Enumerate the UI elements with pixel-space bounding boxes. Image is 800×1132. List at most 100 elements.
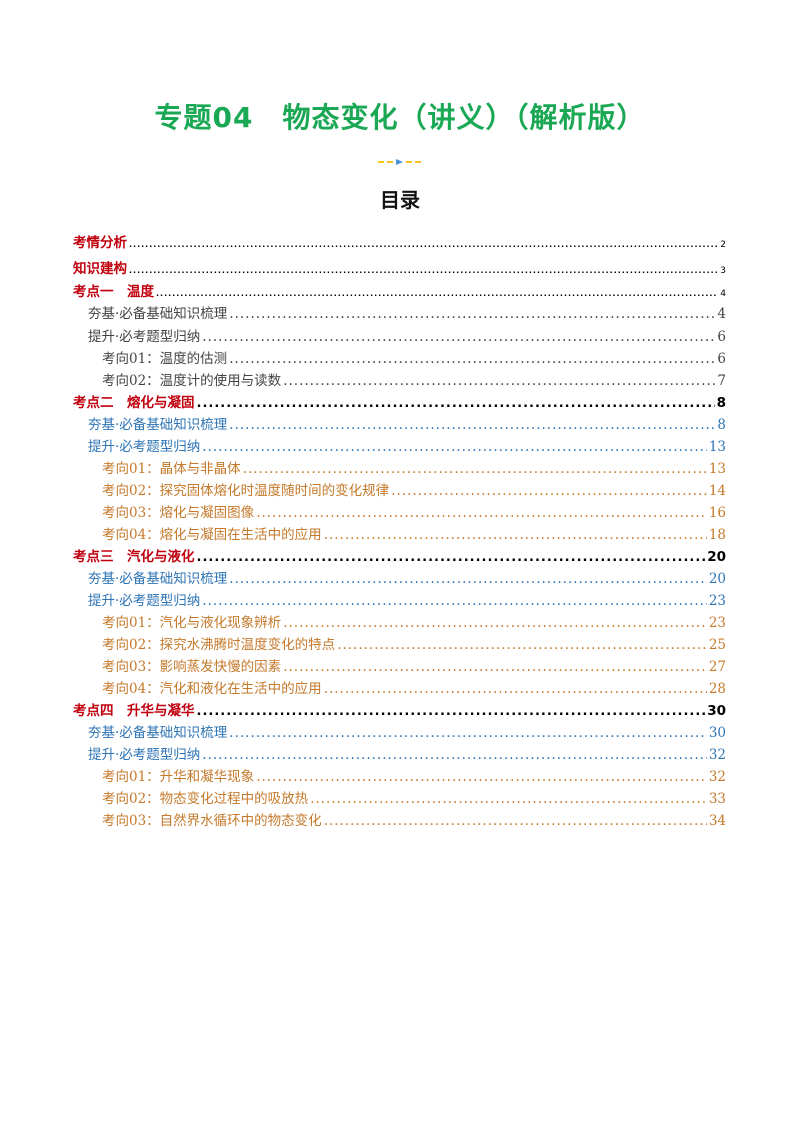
toc-entry-page: 28 bbox=[708, 681, 726, 697]
toc-entry-subsection[interactable]: 夯基·必备基础知识梳理.............................… bbox=[88, 413, 726, 433]
toc-entry-section[interactable]: 考点四 升华与凝华...............................… bbox=[73, 699, 726, 719]
toc-leader-dots: ........................................… bbox=[129, 240, 719, 249]
toc-entry-page: 7 bbox=[717, 373, 726, 389]
toc-entry-label: 考情分析 bbox=[73, 235, 127, 251]
toc-leader-dots: ........................................… bbox=[196, 550, 706, 565]
toc-entry-page: 6 bbox=[717, 329, 726, 345]
toc-entry-label: 考向01：汽化与液化现象辨析 bbox=[102, 615, 282, 631]
toc-leader-dots: ........................................… bbox=[283, 615, 707, 631]
toc-entry-label: 考点四 升华与凝华 bbox=[73, 703, 195, 719]
toc-leader-dots: ........................................… bbox=[229, 571, 707, 587]
toc-leader-dots: ........................................… bbox=[229, 725, 707, 741]
toc-entry-subsection[interactable]: 夯基·必备基础知识梳理.............................… bbox=[88, 302, 726, 322]
toc-entry-page: 20 bbox=[708, 571, 726, 587]
toc-entry-label: 考点一 温度 bbox=[73, 284, 154, 300]
toc-leader-dots: ........................................… bbox=[229, 306, 715, 322]
toc-leader-dots: ........................................… bbox=[323, 527, 707, 543]
toc-leader-dots: ........................................… bbox=[229, 351, 715, 367]
toc-entry-label: 提升·必考题型归纳 bbox=[88, 747, 201, 763]
toc-leader-dots: ........................................… bbox=[229, 417, 715, 433]
toc-entry-page: 13 bbox=[708, 439, 726, 455]
toc-entry-page: 23 bbox=[708, 615, 726, 631]
toc-entry-label: 提升·必考题型归纳 bbox=[88, 593, 201, 609]
toc-entry-label: 夯基·必备基础知识梳理 bbox=[88, 571, 228, 587]
toc-entry-section[interactable]: 考点一 温度..................................… bbox=[73, 280, 726, 300]
toc-heading: 目录 bbox=[380, 188, 420, 212]
toc-entry-label: 夯基·必备基础知识梳理 bbox=[88, 306, 228, 322]
toc-entry-label: 提升·必考题型归纳 bbox=[88, 329, 201, 345]
toc-entry-page: 8 bbox=[716, 395, 726, 411]
toc-entry-topic[interactable]: 考向03：自然界水循环中的物态变化.......................… bbox=[102, 809, 726, 829]
toc-entry-subsection[interactable]: 提升·必考题型归纳...............................… bbox=[88, 589, 726, 609]
toc-entry-label: 考向04：熔化与凝固在生活中的应用 bbox=[102, 527, 322, 543]
toc-entry-label: 考向02：温度计的使用与读数 bbox=[102, 373, 282, 389]
toc-entry-subsection[interactable]: 夯基·必备基础知识梳理.............................… bbox=[88, 567, 726, 587]
toc-entry-page: 32 bbox=[708, 747, 726, 763]
toc-entry-topic[interactable]: 考向01：温度的估测..............................… bbox=[102, 347, 726, 367]
toc-entry-label: 考向04：汽化和液化在生活中的应用 bbox=[102, 681, 322, 697]
toc-entry-subsection[interactable]: 提升·必考题型归纳...............................… bbox=[88, 743, 726, 763]
toc-entry-page: 6 bbox=[717, 351, 726, 367]
toc-entry-topic[interactable]: 考向04：汽化和液化在生活中的应用.......................… bbox=[102, 677, 726, 697]
toc-entry-label: 考向03：自然界水循环中的物态变化 bbox=[102, 813, 322, 829]
title-divider-ornament bbox=[378, 159, 421, 165]
toc-entry-topic[interactable]: 考向03：影响蒸发快慢的因素..........................… bbox=[102, 655, 726, 675]
toc-entry-topic[interactable]: 考向03：熔化与凝固图像............................… bbox=[102, 501, 726, 521]
toc-entry-label: 考点三 汽化与液化 bbox=[73, 549, 195, 565]
toc-entry-section[interactable]: 知识建构....................................… bbox=[73, 257, 726, 277]
toc-leader-dots: ........................................… bbox=[256, 769, 707, 785]
toc-entry-topic[interactable]: 考向01：汽化与液化现象辨析..........................… bbox=[102, 611, 726, 631]
toc-leader-dots: ........................................… bbox=[256, 505, 707, 521]
toc-leader-dots: ........................................… bbox=[310, 791, 707, 807]
toc-entry-page: 30 bbox=[708, 725, 726, 741]
toc-entry-page: 30 bbox=[707, 703, 726, 719]
toc-entry-label: 夯基·必备基础知识梳理 bbox=[88, 417, 228, 433]
toc-entry-page: 8 bbox=[717, 417, 726, 433]
toc-leader-dots: ........................................… bbox=[156, 289, 718, 298]
toc-entry-label: 考向03：影响蒸发快慢的因素 bbox=[102, 659, 282, 675]
toc-entry-label: 知识建构 bbox=[73, 261, 127, 277]
toc-entry-page: 20 bbox=[707, 549, 726, 565]
toc-entry-page: 23 bbox=[708, 593, 726, 609]
toc-entry-topic[interactable]: 考向02：探究水沸腾时温度变化的特点......................… bbox=[102, 633, 726, 653]
toc-entry-topic[interactable]: 考向01：晶体与非晶体.............................… bbox=[102, 457, 726, 477]
toc-leader-dots: ........................................… bbox=[283, 659, 707, 675]
toc-entry-label: 考向02：探究水沸腾时温度变化的特点 bbox=[102, 637, 336, 653]
toc-entry-label: 考点二 熔化与凝固 bbox=[73, 395, 195, 411]
toc-leader-dots: ........................................… bbox=[202, 747, 707, 763]
toc-leader-dots: ........................................… bbox=[283, 373, 715, 389]
toc-entry-topic[interactable]: 考向04：熔化与凝固在生活中的应用.......................… bbox=[102, 523, 726, 543]
toc-entry-label: 夯基·必备基础知识梳理 bbox=[88, 725, 228, 741]
toc-leader-dots: ........................................… bbox=[202, 329, 716, 345]
toc-entry-page: 4 bbox=[720, 289, 726, 299]
toc-entry-section[interactable]: 考情分析....................................… bbox=[73, 231, 726, 251]
toc-leader-dots: ........................................… bbox=[202, 593, 707, 609]
toc-entry-page: 33 bbox=[708, 791, 726, 807]
toc-entry-page: 27 bbox=[708, 659, 726, 675]
toc-entry-page: 34 bbox=[708, 813, 726, 829]
toc-entry-section[interactable]: 考点三 汽化与液化...............................… bbox=[73, 545, 726, 565]
toc-entry-topic[interactable]: 考向02：温度计的使用与读数..........................… bbox=[102, 369, 726, 389]
toc-leader-dots: ........................................… bbox=[337, 637, 707, 653]
toc-leader-dots: ........................................… bbox=[129, 266, 719, 275]
toc-entry-section[interactable]: 考点二 熔化与凝固...............................… bbox=[73, 391, 726, 411]
toc-entry-label: 考向01：升华和凝华现象 bbox=[102, 769, 255, 785]
toc-leader-dots: ........................................… bbox=[323, 813, 707, 829]
toc-leader-dots: ........................................… bbox=[196, 396, 715, 411]
toc-entry-page: 13 bbox=[708, 461, 726, 477]
document-title: 专题04 物态变化（讲义）（解析版） bbox=[154, 101, 646, 134]
toc-entry-page: 18 bbox=[708, 527, 726, 543]
toc-entry-page: 32 bbox=[708, 769, 726, 785]
toc-entry-label: 考向02：物态变化过程中的吸放热 bbox=[102, 791, 309, 807]
toc-entry-subsection[interactable]: 提升·必考题型归纳...............................… bbox=[88, 435, 726, 455]
toc-entry-topic[interactable]: 考向02：探究固体熔化时温度随时间的变化规律..................… bbox=[102, 479, 726, 499]
toc-entry-page: 25 bbox=[708, 637, 726, 653]
toc-entry-page: 2 bbox=[720, 240, 726, 250]
toc-leader-dots: ........................................… bbox=[196, 704, 706, 719]
toc-entry-subsection[interactable]: 提升·必考题型归纳...............................… bbox=[88, 325, 726, 345]
toc-entry-subsection[interactable]: 夯基·必备基础知识梳理.............................… bbox=[88, 721, 726, 741]
toc-entry-topic[interactable]: 考向01：升华和凝华现象............................… bbox=[102, 765, 726, 785]
toc-entry-topic[interactable]: 考向02：物态变化过程中的吸放热........................… bbox=[102, 787, 726, 807]
toc-leader-dots: ........................................… bbox=[323, 681, 707, 697]
